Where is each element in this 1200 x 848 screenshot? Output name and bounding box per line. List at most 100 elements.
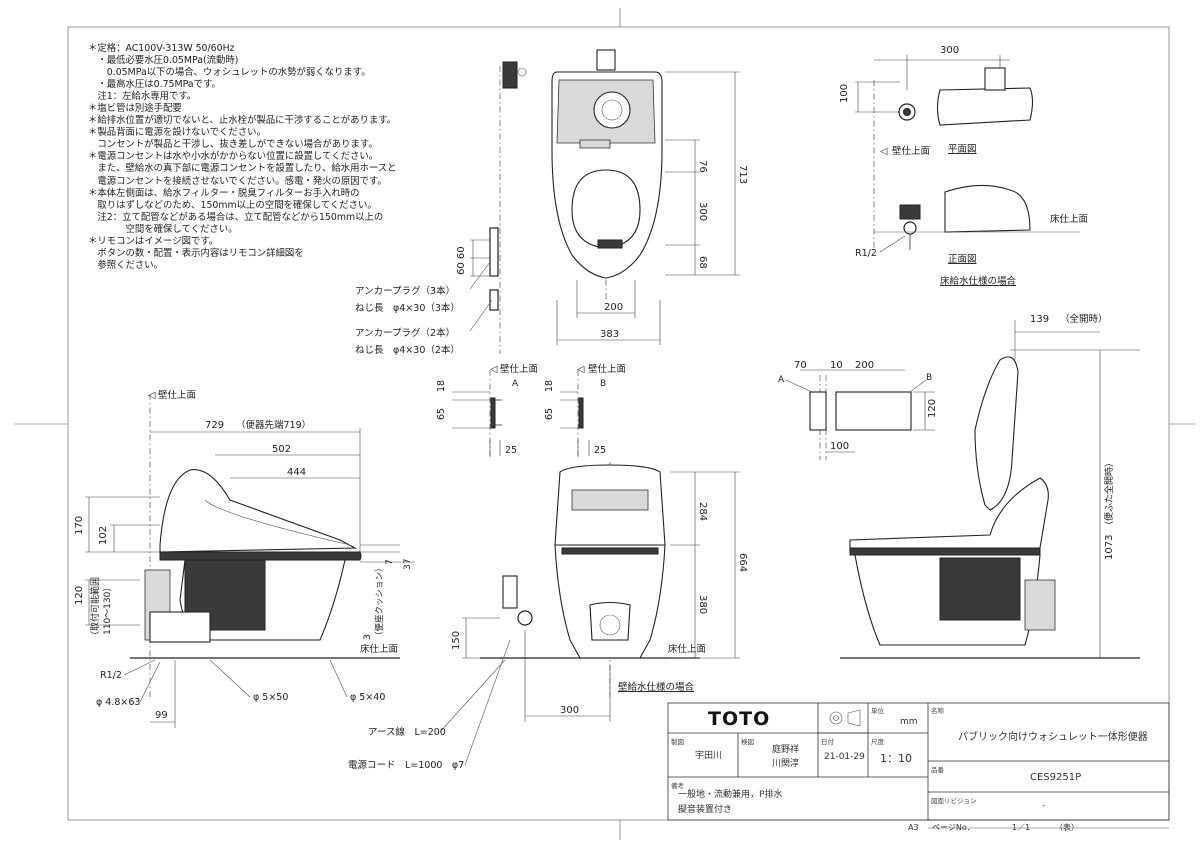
remarks-line-1: 一般地・流動兼用，P排水 (678, 790, 783, 800)
label-floor-supply: 床給水仕様の場合 (940, 275, 1017, 287)
dim-d18-b: 18 (544, 380, 555, 392)
note-line: ・最高水圧は0.75MPaです。 (88, 79, 221, 91)
dim-d18-a: 18 (436, 380, 447, 392)
dim-d200-top: 200 (604, 302, 623, 313)
side-view: ◁ 壁仕上面 729 （便器先端719） 502 444 床仕上面 170 10… (74, 389, 415, 728)
note-line: ＊給排水位置が適切でないと、止水栓が製品に干渉することがあります。 (88, 115, 397, 127)
label-d48: φ 4.8×63 (96, 697, 140, 708)
front-body (554, 544, 666, 659)
drafter-name: 宇田川 (695, 751, 723, 761)
sheet-size: A3 (908, 823, 919, 832)
note-line: ボタンの数・配置・表示内容はリモコン詳細図を (88, 247, 304, 259)
dim-d139: 139 (1030, 314, 1049, 325)
label-tip-length: （便器先端719） (236, 419, 311, 431)
notes-block: ＊定格：AC100V-313W 50/60Hz ・最低必要水圧0.05MPa(流… (88, 43, 408, 272)
dim-d170: 170 (74, 516, 85, 535)
dim-d713: 713 (737, 165, 748, 184)
dim-d65-a: 65 (436, 408, 447, 420)
label-floor-face: 床仕上面 (668, 643, 706, 655)
note-line: また、壁給水の真下部に電源コンセントを設置したり、給水用ホースと (88, 163, 397, 175)
dim-d120-side: 120 (74, 586, 85, 605)
label-screw3: ねじ長 φ4×30（3本） (355, 302, 460, 314)
label-floor-face: 床仕上面 (360, 643, 398, 655)
bracket-details: ◁ 壁仕上面 A 18 65 25 ◁ 壁仕上面 B 18 65 25 (436, 363, 626, 460)
label-front-view: 正面図 (948, 254, 977, 265)
label-lid-open: （便ふた全開時） (1103, 458, 1115, 530)
label-wall-face: 壁仕上面 (500, 363, 538, 375)
note-line: ＊電源コンセントは水や小水がかからない位置に設置してください。 (88, 151, 379, 163)
note-line: 取りはずしなどのため、150mm以上の空間を確保してください。 (88, 199, 377, 211)
dim-d68: 68 (697, 256, 708, 269)
side-lid (159, 469, 358, 553)
label-label-a1: A (512, 379, 519, 389)
page-side: （表） (1055, 823, 1079, 832)
dim-d100-plan: 100 (839, 84, 850, 103)
scale-label: 尺度 (871, 738, 884, 746)
label-full-open: （全開時） (1060, 313, 1108, 325)
side-view-open: 139 （全開時） 1073 （便ふた全開時） (840, 313, 1140, 659)
checker-name-2: 川関淳 (772, 759, 800, 769)
svg-text:◁: ◁ (880, 146, 888, 157)
label-d5x50: φ 5×50 (253, 692, 288, 703)
label-seat-cushion: （便座クッション） (374, 563, 385, 640)
scale-value: 1：10 (880, 752, 912, 765)
product-name: パブリック向けウォシュレット一体形便器 (958, 732, 1148, 743)
dim-d150: 150 (451, 631, 462, 650)
dim-d37: 37 (403, 559, 413, 570)
dim-d7: 7 (385, 559, 395, 565)
dim-d76: 76 (697, 160, 708, 173)
remarks-label: 備考 (671, 782, 684, 790)
note-line: ＊定格：AC100V-313W 50/60Hz (88, 43, 235, 54)
dim-d300-plan: 300 (940, 45, 959, 56)
dim-d100-b: 100 (830, 441, 849, 452)
unit-label: 単位 (871, 707, 884, 715)
dim-d380: 380 (697, 595, 708, 614)
label-wall-face: 壁仕上面 (158, 389, 196, 401)
dim-d284: 284 (697, 502, 708, 521)
checker-label: 検図 (741, 738, 754, 746)
floor-supply-views: 300 100 ◁ 壁仕上面 平面図 床仕上面 正面図 R1/2 床給水仕様の場… (839, 45, 1088, 287)
label-ground-wire: アース線 L=200 (368, 726, 446, 738)
dim-d120-b: 120 (927, 399, 938, 418)
label-wall-face: 壁仕上面 (588, 363, 626, 375)
dim-d300-top: 300 (697, 202, 708, 221)
dim-d3: 3 (363, 634, 373, 640)
revision-label: 図面リビジョン (931, 797, 977, 805)
front-view: 床仕上面 壁給水仕様の場合 284 380 664 150 300 アース線 L… (348, 462, 748, 771)
dim-d102: 102 (98, 526, 109, 545)
label-wall-face: 壁仕上面 (892, 145, 930, 157)
label-wall-supply: 壁給水仕様の場合 (618, 681, 695, 693)
dim-d300-front: 300 (560, 705, 579, 716)
label-anchor3: アンカープラグ（3本） (355, 285, 455, 297)
revision-value: - (1042, 801, 1046, 811)
top-tank-dial (593, 91, 631, 129)
date-value: 21-01-29 (824, 752, 865, 762)
label-screw2: ねじ長 φ4×30（2本） (355, 344, 460, 356)
checker-name-1: 庭野祥 (772, 745, 800, 755)
label-r12-b: R1/2 (100, 670, 122, 681)
dim-d200-b: 200 (855, 360, 874, 371)
toto-logo: TOTO (708, 708, 771, 730)
note-line: 0.05MPa以下の場合、ウォシュレットの水勢が弱くなります。 (88, 67, 371, 79)
dim-d25-a: 25 (505, 445, 517, 456)
note-line: ＊塩ビ管は別途手配要 (88, 103, 182, 115)
note-line: 空間を確保してください。 (88, 223, 238, 235)
model-label: 品番 (931, 766, 944, 774)
name-label: 名称 (931, 707, 944, 715)
label-label-a2: A (778, 375, 785, 385)
dim-d10: 10 (830, 360, 843, 371)
dim-d65-b: 65 (544, 408, 555, 420)
top-view: 76 300 68 713 200 383 60 60 アンカープラグ（3本） … (355, 49, 748, 356)
open-lid (974, 356, 1019, 511)
title-block (667, 702, 1170, 829)
note-line: ・最低必要水圧0.05MPa(流動時) (88, 55, 239, 67)
unit-value: mm (900, 717, 918, 727)
dim-d6060: 60 60 (456, 246, 467, 275)
date-label: 日付 (821, 738, 834, 746)
dim-d25-b: 25 (594, 445, 606, 456)
label-label-b2: B (926, 373, 932, 383)
drafter-label: 製図 (671, 738, 684, 746)
note-line: 注2：立て配管などがある場合は、立て配管などから150mm以上の (88, 211, 384, 223)
